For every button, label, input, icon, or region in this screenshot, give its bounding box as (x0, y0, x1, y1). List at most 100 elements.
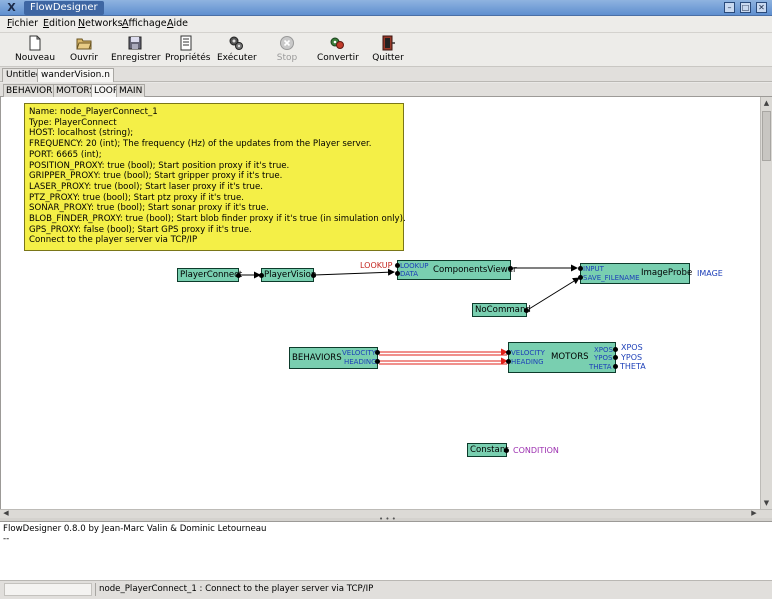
node-componentsviewer[interactable]: LOOKUP DATA ComponentsViewer (395, 260, 517, 280)
menu-networks[interactable]: Networks (78, 18, 123, 29)
status-field (4, 583, 92, 596)
pane-splitter[interactable]: • • • (0, 515, 772, 523)
menu-bar: Fichier Edition Networks Affichage Aide (0, 16, 772, 33)
tooltip-line: POSITION_PROXY: true (bool); Start posit… (29, 160, 290, 171)
quit-button[interactable]: Quitter (372, 35, 404, 65)
tooltip-line: FREQUENCY: 20 (int); The frequency (Hz) … (29, 139, 372, 150)
node-label: NoCommand (475, 305, 531, 315)
link-playervision-componentsviewer[interactable] (313, 268, 395, 276)
convert-button[interactable]: Convertir (317, 35, 359, 65)
input-port-dot[interactable] (395, 271, 400, 276)
stop-button-label: Stop (276, 53, 298, 63)
node-info-tooltip: Name: node_PlayerConnect_1 Type: PlayerC… (24, 103, 406, 251)
port-lookup: LOOKUP (400, 262, 429, 270)
menu-affichage[interactable]: Affichage (122, 18, 167, 29)
node-label: PlayerConnect (180, 270, 243, 280)
maximize-button[interactable]: □ (740, 2, 751, 13)
port-xpos: XPOS (594, 346, 613, 354)
menu-edition[interactable]: Edition (43, 18, 76, 29)
node-label: Constant (470, 445, 509, 455)
tooltip-line: GPS_PROXY: false (bool); Start GPS proxy… (29, 224, 252, 235)
tooltip-line: Name: node_PlayerConnect_1 (29, 107, 158, 117)
output-port-dot[interactable] (508, 266, 513, 271)
external-input-lookup: LOOKUP (360, 261, 393, 270)
output-port-dot[interactable] (613, 364, 618, 369)
link-behaviors-heading[interactable] (379, 357, 508, 365)
open-button-label: Ouvrir (69, 53, 98, 63)
tooltip-line: PTZ_PROXY: true (bool); Start ptz proxy … (29, 192, 244, 203)
output-console[interactable]: FlowDesigner 0.8.0 by Jean-Marc Valin & … (0, 521, 772, 580)
vertical-scrollbar[interactable]: ▲ ▼ (760, 97, 772, 509)
status-text: node_PlayerConnect_1 : Connect to the pl… (95, 583, 769, 596)
output-port-dot[interactable] (504, 448, 509, 453)
node-playerconnect[interactable]: PlayerConnect (177, 268, 243, 282)
save-button[interactable]: Enregistrer (111, 35, 161, 65)
floppy-disk-icon (128, 36, 142, 50)
scroll-down-icon[interactable]: ▼ (763, 499, 770, 507)
convert-icon (330, 37, 344, 49)
tooltip-line: HOST: localhost (string); (29, 128, 134, 139)
output-port-dot[interactable] (311, 273, 316, 278)
network-canvas[interactable]: Name: node_PlayerConnect_1 Type: PlayerC… (0, 97, 760, 509)
properties-button-label: Propriétés (165, 53, 211, 63)
tooltip-line: SONAR_PROXY: true (bool); Start sonar pr… (29, 203, 269, 214)
properties-button[interactable]: Propriétés (165, 35, 211, 65)
link-nocommand-imageprobe[interactable] (528, 277, 580, 310)
port-heading: HEADING (511, 358, 544, 366)
input-port-dot[interactable] (506, 359, 511, 364)
link-behaviors-velocity[interactable] (379, 348, 508, 356)
open-button[interactable]: Ouvrir (67, 35, 101, 65)
external-output-xpos: XPOS (621, 343, 643, 352)
console-line: FlowDesigner 0.8.0 by Jean-Marc Valin & … (3, 524, 267, 534)
document-tabs: Untitled wanderVision.n (0, 67, 772, 82)
app-x-icon[interactable]: X (7, 1, 16, 14)
new-document-icon (29, 35, 41, 51)
tab-wandervision[interactable]: wanderVision.n (37, 68, 114, 82)
execute-button[interactable]: Exécuter (217, 35, 257, 65)
scroll-left-icon[interactable]: ◀ (3, 509, 9, 517)
node-motors[interactable]: VELOCITY HEADING MOTORS XPOS YPOS THETA (506, 342, 618, 373)
output-port-dot[interactable] (375, 359, 380, 364)
output-port-dot[interactable] (524, 308, 529, 313)
stop-icon (280, 36, 294, 50)
close-button[interactable]: ✕ (756, 2, 767, 13)
folder-open-icon (76, 38, 92, 50)
stop-button[interactable]: Stop (275, 35, 299, 65)
gears-icon (229, 36, 243, 50)
node-label: MOTORS (551, 352, 589, 362)
console-line: -- (3, 534, 10, 544)
tooltip-line: GRIPPER_PROXY: true (bool); Start grippe… (29, 171, 283, 182)
scroll-up-icon[interactable]: ▲ (763, 99, 770, 107)
node-label: PlayerVision (264, 270, 317, 280)
new-button[interactable]: Nouveau (15, 35, 55, 65)
input-port-dot[interactable] (259, 273, 264, 278)
minimize-button[interactable]: – (724, 2, 735, 13)
input-port-dot[interactable] (395, 263, 400, 268)
node-constant[interactable]: Constant (467, 443, 509, 457)
scroll-right-icon[interactable]: ▶ (751, 509, 757, 517)
port-input: INPUT (583, 265, 604, 273)
splitter-grip-icon[interactable]: • • • (379, 515, 396, 523)
node-imageprobe[interactable]: INPUT SAVE_FILENAME ImageProbe (578, 263, 693, 284)
output-port-dot[interactable] (613, 355, 618, 360)
output-port-dot[interactable] (613, 347, 618, 352)
horizontal-scrollbar[interactable]: ◀ ▶ (0, 509, 772, 518)
output-port-dot[interactable] (236, 273, 241, 278)
title-bar: X FlowDesigner – □ ✕ (0, 0, 772, 16)
tooltip-line: BLOB_FINDER_PROXY: true (bool); Start bl… (29, 214, 406, 225)
input-port-dot[interactable] (506, 350, 511, 355)
vertical-scroll-thumb[interactable] (762, 111, 771, 161)
save-button-label: Enregistrer (111, 53, 161, 63)
node-label: BEHAVIORS (292, 353, 342, 363)
menu-fichier[interactable]: Fichier (7, 18, 39, 29)
node-nocommand[interactable]: NoCommand (472, 303, 531, 317)
menu-aide[interactable]: Aide (167, 18, 189, 29)
node-behaviors[interactable]: BEHAVIORS VELOCITY HEADING (289, 347, 380, 369)
input-port-dot[interactable] (578, 275, 583, 280)
node-label: ImageProbe (641, 268, 693, 278)
node-playervision[interactable]: PlayerVision (259, 268, 317, 282)
port-theta: THETA (589, 363, 612, 371)
tab-main[interactable]: MAIN (116, 84, 146, 97)
output-port-dot[interactable] (375, 350, 380, 355)
input-port-dot[interactable] (578, 266, 583, 271)
